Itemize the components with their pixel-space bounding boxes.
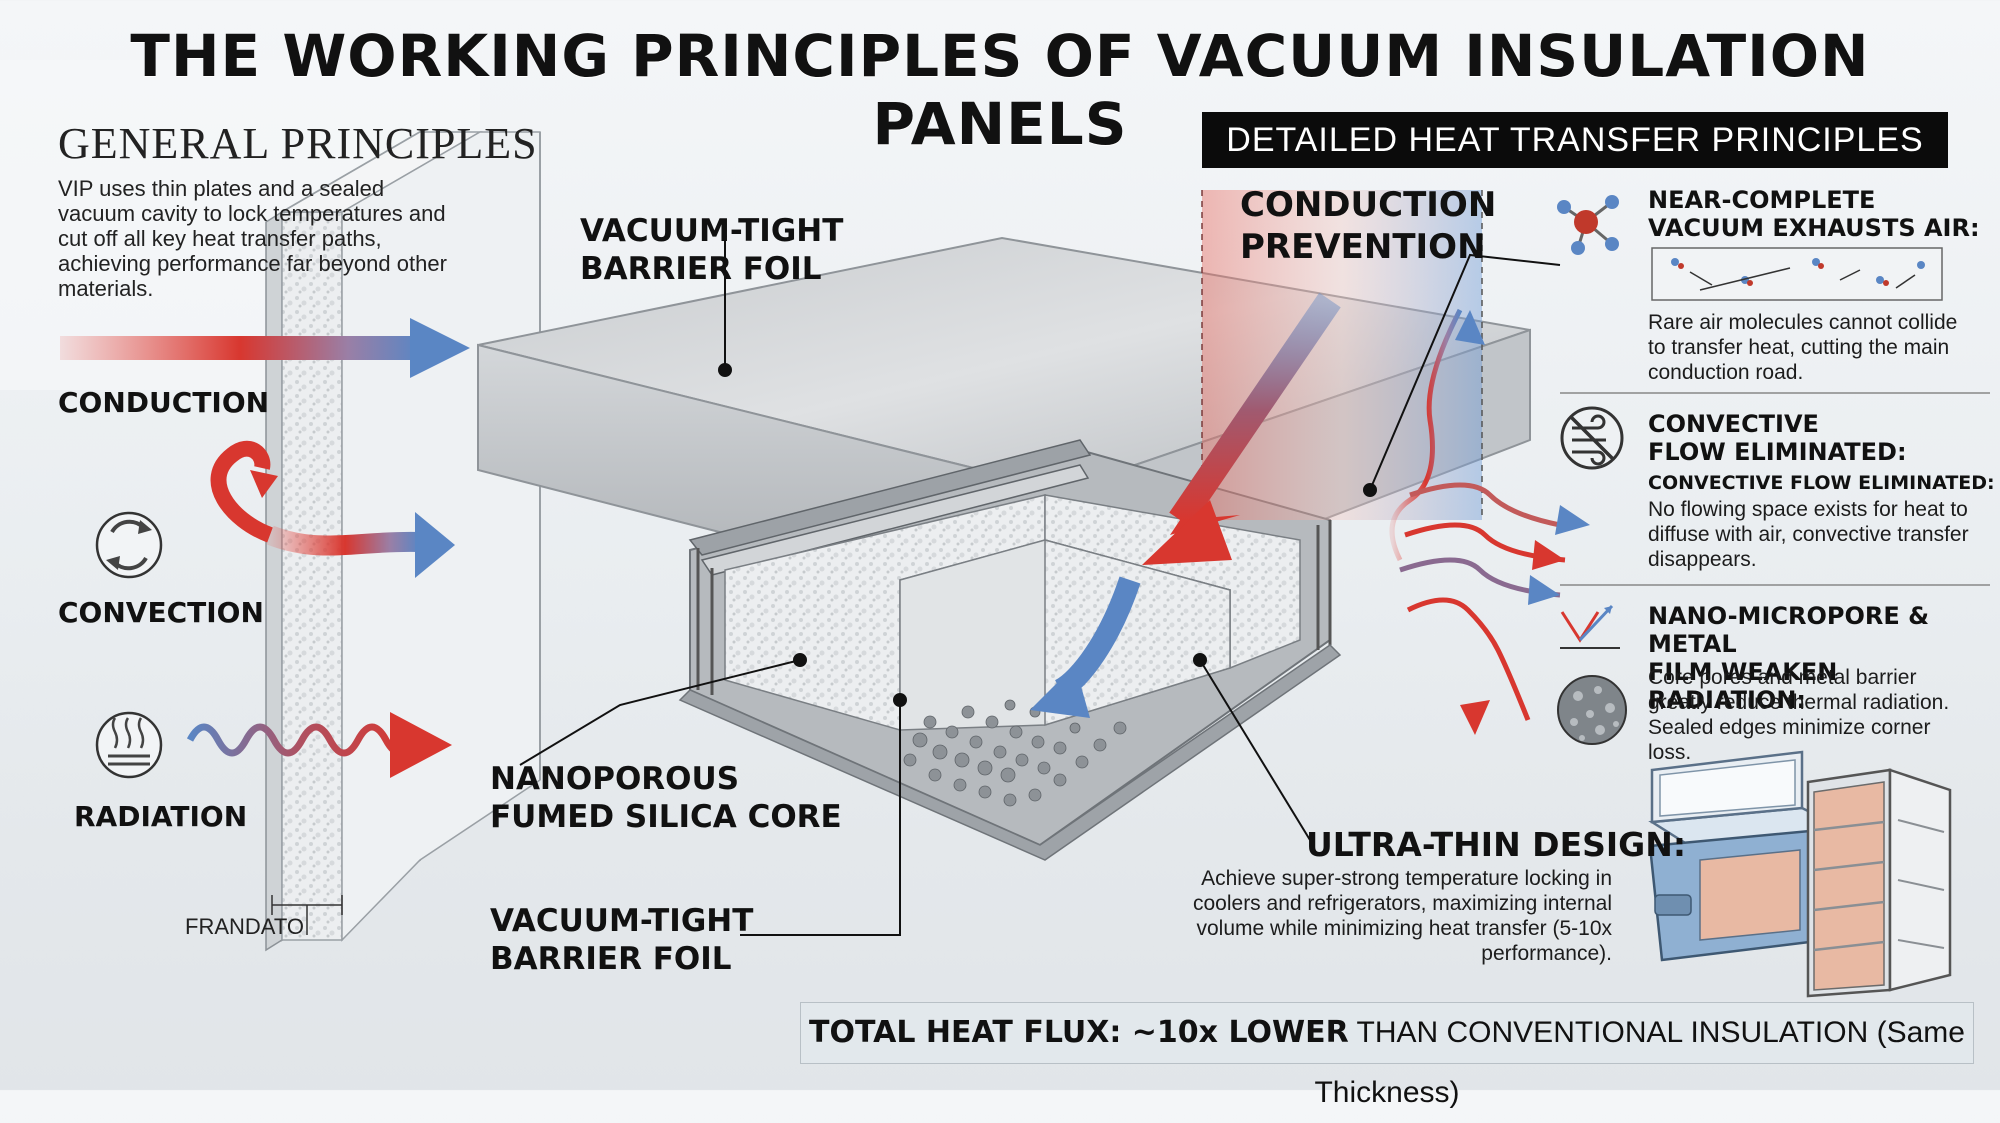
radiation-icon [95,711,163,779]
vacuum-text: Rare air molecules cannot collide to tra… [1648,311,1958,384]
core-callout: NANOPOROUS FUMED SILICA CORE [490,760,842,836]
detail-heading-bar: DETAILED HEAT TRANSFER PRINCIPLES [1202,112,1948,168]
total-heat-flux-banner: TOTAL HEAT FLUX: ~10x LOWER THAN CONVENT… [800,1002,1974,1109]
conduction-prevention-heading: CONDUCTION PREVENTION [1240,184,1497,268]
silica-granules [903,699,1127,807]
radiation-detail-text: Core pores and metal barrier greatly red… [1648,666,1950,764]
conduction-prevention-band [1201,190,1483,520]
general-principles-text: VIP uses thin plates and a sealed vacuum… [58,176,447,301]
foil-bottom-line-2: BARRIER FOIL [490,941,732,977]
footer-rest: THAN CONVENTIONAL INSULATION (Same Thick… [1314,1016,1965,1109]
refrigerator-illustration [1806,768,1952,998]
conduction-label: CONDUCTION [58,386,270,419]
right-separators [1560,392,1990,586]
no-airflow-icon [1560,406,1624,470]
radiation-detail-heading: NANO-MICROPORE & METAL FILM WEAKEN RADIA… [1648,602,2000,714]
vip-diagram [0,130,2000,1090]
convective-heading: CONVECTIVE FLOW ELIMINATED: [1648,410,1907,466]
foil-bottom-line-1: VACUUM-TIGHT [490,903,754,939]
vip-panel [477,236,1531,861]
ultra-thin-text: Achieve super-strong temperature locking… [1192,867,1612,965]
radiation-label: RADIATION [74,800,248,833]
vacuum-heading: NEAR-COMPLETE VACUUM EXHAUSTS AIR: [1648,186,1980,242]
vacuum-heading-2: VACUUM EXHAUSTS AIR: [1648,214,1980,242]
blocked-heat-arrow [1030,576,1141,718]
foil-top-callout: VACUUM-TIGHT BARRIER FOIL [580,212,843,288]
footer-bold: TOTAL HEAT FLUX: ~10x LOWER [809,1015,1349,1050]
convective-subheading: CONVECTIVE FLOW ELIMINATED: [1648,472,1995,494]
foil-top-line-1: VACUUM-TIGHT [580,213,844,249]
radiation-detail-heading-2: FILM WEAKEN RADIATION: [1648,658,1838,714]
conduction-arrow [60,318,470,378]
ultra-thin-heading: ULTRA-THIN DESIGN: [1306,825,1687,864]
conduction-into-core-arrow [1142,292,1341,565]
radiation-detail-heading-1: NANO-MICROPORE & METAL [1648,602,1930,658]
conduction-prevention-line-2: PREVENTION [1240,227,1486,267]
panel-thickness-label: FRANDATO [185,914,304,939]
molecule-icon [1557,195,1619,255]
convection-icon [95,511,163,579]
micropore-icon [1557,675,1627,745]
core-line-2: FUMED SILICA CORE [490,799,842,835]
foil-bottom-callout: VACUUM-TIGHT BARRIER FOIL [490,902,753,978]
convective-heading-2: FLOW ELIMINATED: [1648,438,1907,466]
page-title: THE WORKING PRINCIPLES OF VACUUM INSULAT… [130,22,1870,158]
radiation-out-arrows [1389,308,1590,735]
radiation-reflect-icon [1560,604,1620,649]
vacuum-heading-1: NEAR-COMPLETE [1648,186,1876,214]
vacuum-molecules-box [1651,247,1943,301]
foil-top-line-2: BARRIER FOIL [580,251,822,287]
general-principles-heading: GENERAL PRINCIPLES [58,119,538,168]
convection-label: CONVECTION [58,596,264,629]
convective-heading-1: CONVECTIVE [1648,410,1819,438]
radiation-arrow [186,712,452,778]
leader-lines [519,222,1561,936]
convective-text: No flowing space exists for heat to diff… [1648,498,1969,571]
convection-arrow [210,440,455,578]
cooler-illustration [1648,750,1847,962]
conduction-prevention-line-1: CONDUCTION [1240,185,1497,225]
core-line-1: NANOPOROUS [490,761,740,797]
